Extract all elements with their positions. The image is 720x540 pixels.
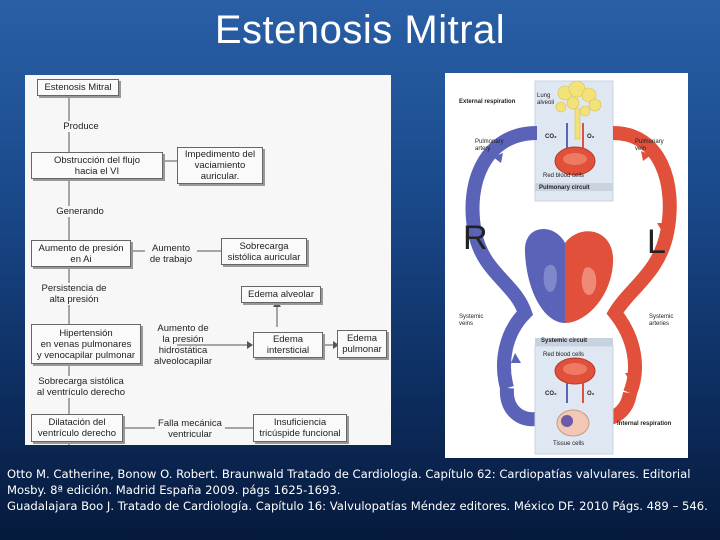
- circulation-panel: External respiration Lung alveoli CO₂ O₂…: [445, 73, 688, 458]
- flow-box-obstruccion: Obstrucción del flujo hacia el VI: [31, 152, 163, 179]
- flow-box-edema-pulmonar: Edema pulmonar: [337, 330, 387, 358]
- slide-title: Estenosis Mitral: [214, 8, 506, 52]
- flow-label-aumento-hidrostatica: Aumento de la presión hidrostática alveo…: [153, 323, 213, 367]
- flow-box-dilatacion: Dilatación del ventrículo derecho: [31, 414, 123, 442]
- flow-box-aumento-presion: Aumento de presión en Ai: [31, 240, 131, 267]
- alveoli-shape: [555, 80, 602, 140]
- label-red-blood-cells-top: Red blood cells: [543, 173, 585, 179]
- label-systemic-circuit: Systemic circuit: [541, 338, 588, 344]
- flow-label-falla-mecanica: Falla mecánica ventricular: [158, 418, 222, 440]
- flow-box-sobrecarga-auricular: Sobrecarga sistólica auricular: [221, 238, 307, 265]
- flow-box-impedimento: Impedimento del vaciamiento auricular.: [177, 147, 263, 184]
- citation-line-1: Otto M. Catherine, Bonow O. Robert. Brau…: [7, 467, 691, 481]
- flow-box-edema-alveolar: Edema alveolar: [241, 286, 321, 303]
- label-pulmonary-circuit: Pulmonary circuit: [539, 185, 590, 191]
- flowchart-panel: Estenosis Mitral Produce Obstrucción del…: [25, 75, 391, 445]
- label-internal-respiration: Internal respiration: [617, 421, 672, 427]
- label-o2-bottom: O₂: [587, 391, 595, 397]
- flow-box-estenosis-mitral: Estenosis Mitral: [37, 79, 119, 96]
- label-right-side: R: [463, 219, 488, 257]
- label-pulmonary-artery: Pulmonary artery: [475, 139, 504, 152]
- flow-label-produce: Produce: [55, 121, 107, 132]
- circulation-diagram: [465, 80, 677, 455]
- flow-box-edema-intersticial: Edema intersticial: [253, 332, 323, 358]
- label-co2-top: CO₂: [545, 134, 557, 140]
- citation-text: Otto M. Catherine, Bonow O. Robert. Brau…: [7, 466, 715, 514]
- flow-label-persistencia: Persistencia de alta presión: [31, 283, 117, 305]
- label-tissue-cells: Tissue cells: [553, 441, 585, 447]
- flow-label-aumento-trabajo: Aumento de trabajo: [149, 243, 193, 265]
- heart-shape: [524, 229, 614, 323]
- citation-line-3: Guadalajara Boo J. Tratado de Cardiologí…: [7, 499, 708, 513]
- label-left-side: L: [647, 223, 666, 261]
- label-external-respiration: External respiration: [459, 99, 516, 105]
- label-red-blood-cells-bottom: Red blood cells: [543, 352, 585, 358]
- label-systemic-arteries: Systemic arteries: [649, 314, 674, 327]
- label-o2-top: O₂: [587, 134, 595, 140]
- label-lung-alveoli: Lung alveoli: [537, 93, 555, 106]
- flow-label-generando: Generando: [51, 206, 109, 217]
- flow-box-hipertension: Hipertensión en venas pulmonares y venoc…: [31, 324, 141, 364]
- flow-box-insuficiencia: Insuficiencia tricúspide funcional: [253, 414, 347, 442]
- citation-line-2: Mosby. 8ª edición. Madrid España 2009. p…: [7, 483, 341, 497]
- label-pulmonary-vein: Pulmonary vein: [635, 139, 664, 152]
- flow-label-sobrecarga-ventriculo: Sobrecarga sistólica al ventrículo derec…: [29, 376, 133, 398]
- label-co2-bottom: CO₂: [545, 391, 557, 397]
- label-systemic-veins: Systemic veins: [459, 314, 484, 327]
